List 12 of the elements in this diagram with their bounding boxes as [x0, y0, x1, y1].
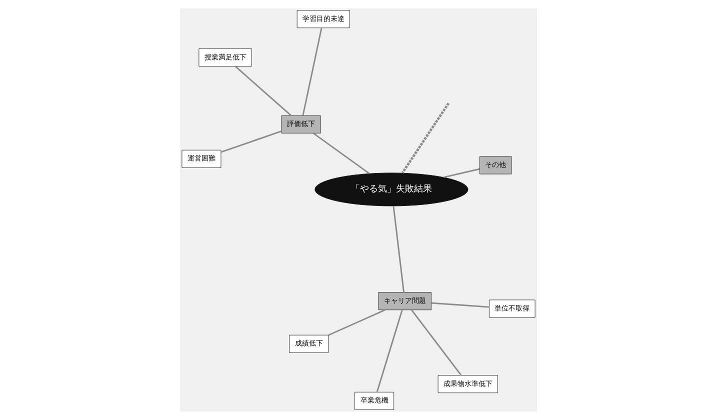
connector [410, 309, 462, 376]
node-ellipse: 「やる気」失敗結果 [314, 172, 468, 206]
connector [376, 310, 403, 392]
connector [392, 206, 405, 292]
connector [313, 132, 370, 174]
connector [444, 168, 480, 178]
connector [220, 130, 282, 153]
connector [328, 309, 386, 336]
connector [302, 28, 322, 116]
connector [401, 102, 450, 174]
connector [234, 66, 292, 116]
connector [431, 302, 490, 308]
